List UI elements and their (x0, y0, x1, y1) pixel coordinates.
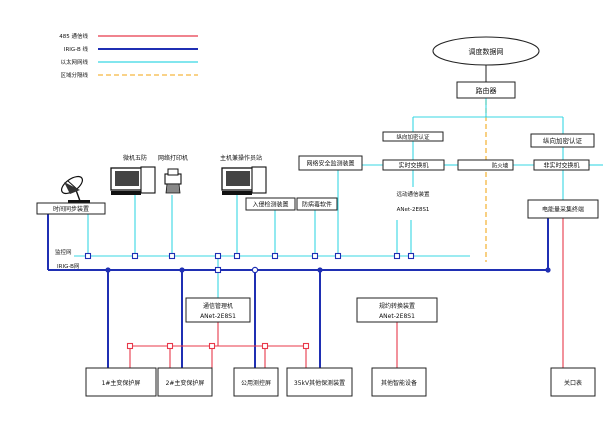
auth-left-label: 纵向加密认证 (396, 133, 430, 141)
panel-public-control (233, 367, 279, 397)
comm-manager-model: ANet-2E8S1 (200, 313, 236, 320)
legend-label-485: 485 通信线 (59, 32, 88, 40)
other-devices-label: 其他智能设备 (381, 379, 417, 387)
auth-box-right (530, 133, 595, 148)
comm-manager-box (185, 297, 251, 323)
protocol-converter-model: ANet-2E8S1 (379, 313, 415, 320)
auth-right-label: 纵向加密认证 (543, 136, 583, 145)
auth-box-left (382, 131, 444, 142)
router-label: 路由器 (476, 86, 497, 95)
telecontrol-model: ANet-2E8S1 (397, 207, 430, 213)
irig-dots (105, 266, 551, 274)
panel-35kv-label: 35kV其他保测装置 (294, 379, 345, 387)
comm-manager-label: 通信管理机 (203, 302, 233, 310)
computer-icon (110, 166, 156, 195)
time-sync-box (36, 202, 106, 215)
gate-meter-box (550, 367, 596, 397)
router-box (456, 81, 516, 99)
rs485-junctions (126, 342, 310, 350)
realtime-switch-label: 实时交换机 (398, 162, 428, 170)
printer-label: 网络打印机 (158, 154, 188, 162)
protocol-converter-box (356, 297, 438, 323)
panel-transformer-1-label: 1#主变保护屏 (102, 379, 141, 387)
ethernet-lines (74, 98, 603, 298)
nonrealtime-switch-label: 非实时交换机 (543, 162, 579, 170)
panel-public-control-label: 公用测控屏 (241, 379, 271, 387)
satellite-dish-icon (60, 175, 90, 203)
other-devices-box (371, 367, 427, 397)
printer-icon (164, 168, 182, 194)
antivirus-box (296, 197, 338, 211)
legend-label-irig: IRIG-B 线 (64, 45, 89, 53)
dispatch-network-label: 调度数据网 (469, 47, 504, 56)
bus-junctions (84, 161, 417, 274)
legend-label-zone: 区域分隔线 (60, 71, 88, 79)
panel-transformer-2 (157, 367, 213, 397)
monitor-net-label: 监控网 (55, 248, 72, 256)
telecontrol-label: 远动通信装置 (396, 190, 430, 198)
energy-terminal-box (527, 199, 599, 219)
irig-lines (47, 214, 549, 368)
workstation-icon (221, 166, 267, 195)
panel-transformer-1 (85, 367, 157, 397)
firewall-box (457, 159, 514, 171)
panel-transformer-2-label: 2#主变保护屏 (166, 379, 205, 387)
realtime-switch-box (382, 159, 445, 171)
net-monitor-label: 网络安全监测装置 (306, 160, 354, 168)
energy-terminal-label: 电能量采集终端 (542, 206, 584, 214)
gate-meter-label: 关口表 (564, 379, 582, 387)
legend-label-eth: 以太网网线 (60, 58, 88, 66)
host-station-label: 主机兼操作员站 (220, 154, 262, 162)
panel-35kv (286, 367, 353, 397)
irig-net-label: IRIG-B网 (57, 263, 80, 270)
nonrealtime-switch-box (533, 159, 590, 171)
antivirus-label: 防病毒软件 (302, 201, 332, 209)
protocol-converter-label: 规约转换装置 (379, 302, 415, 310)
intrusion-label: 入侵检测装置 (252, 201, 288, 209)
five-defense-label: 微机五防 (123, 154, 147, 162)
intrusion-box (245, 197, 296, 211)
rs485-lines (129, 218, 564, 368)
time-sync-label: 时间同步装置 (53, 205, 89, 213)
net-monitor-box (298, 155, 363, 171)
firewall-label: 防火墙 (492, 162, 509, 170)
legend: 485 通信线 IRIG-B 线 以太网网线 区域分隔线 (59, 32, 198, 79)
